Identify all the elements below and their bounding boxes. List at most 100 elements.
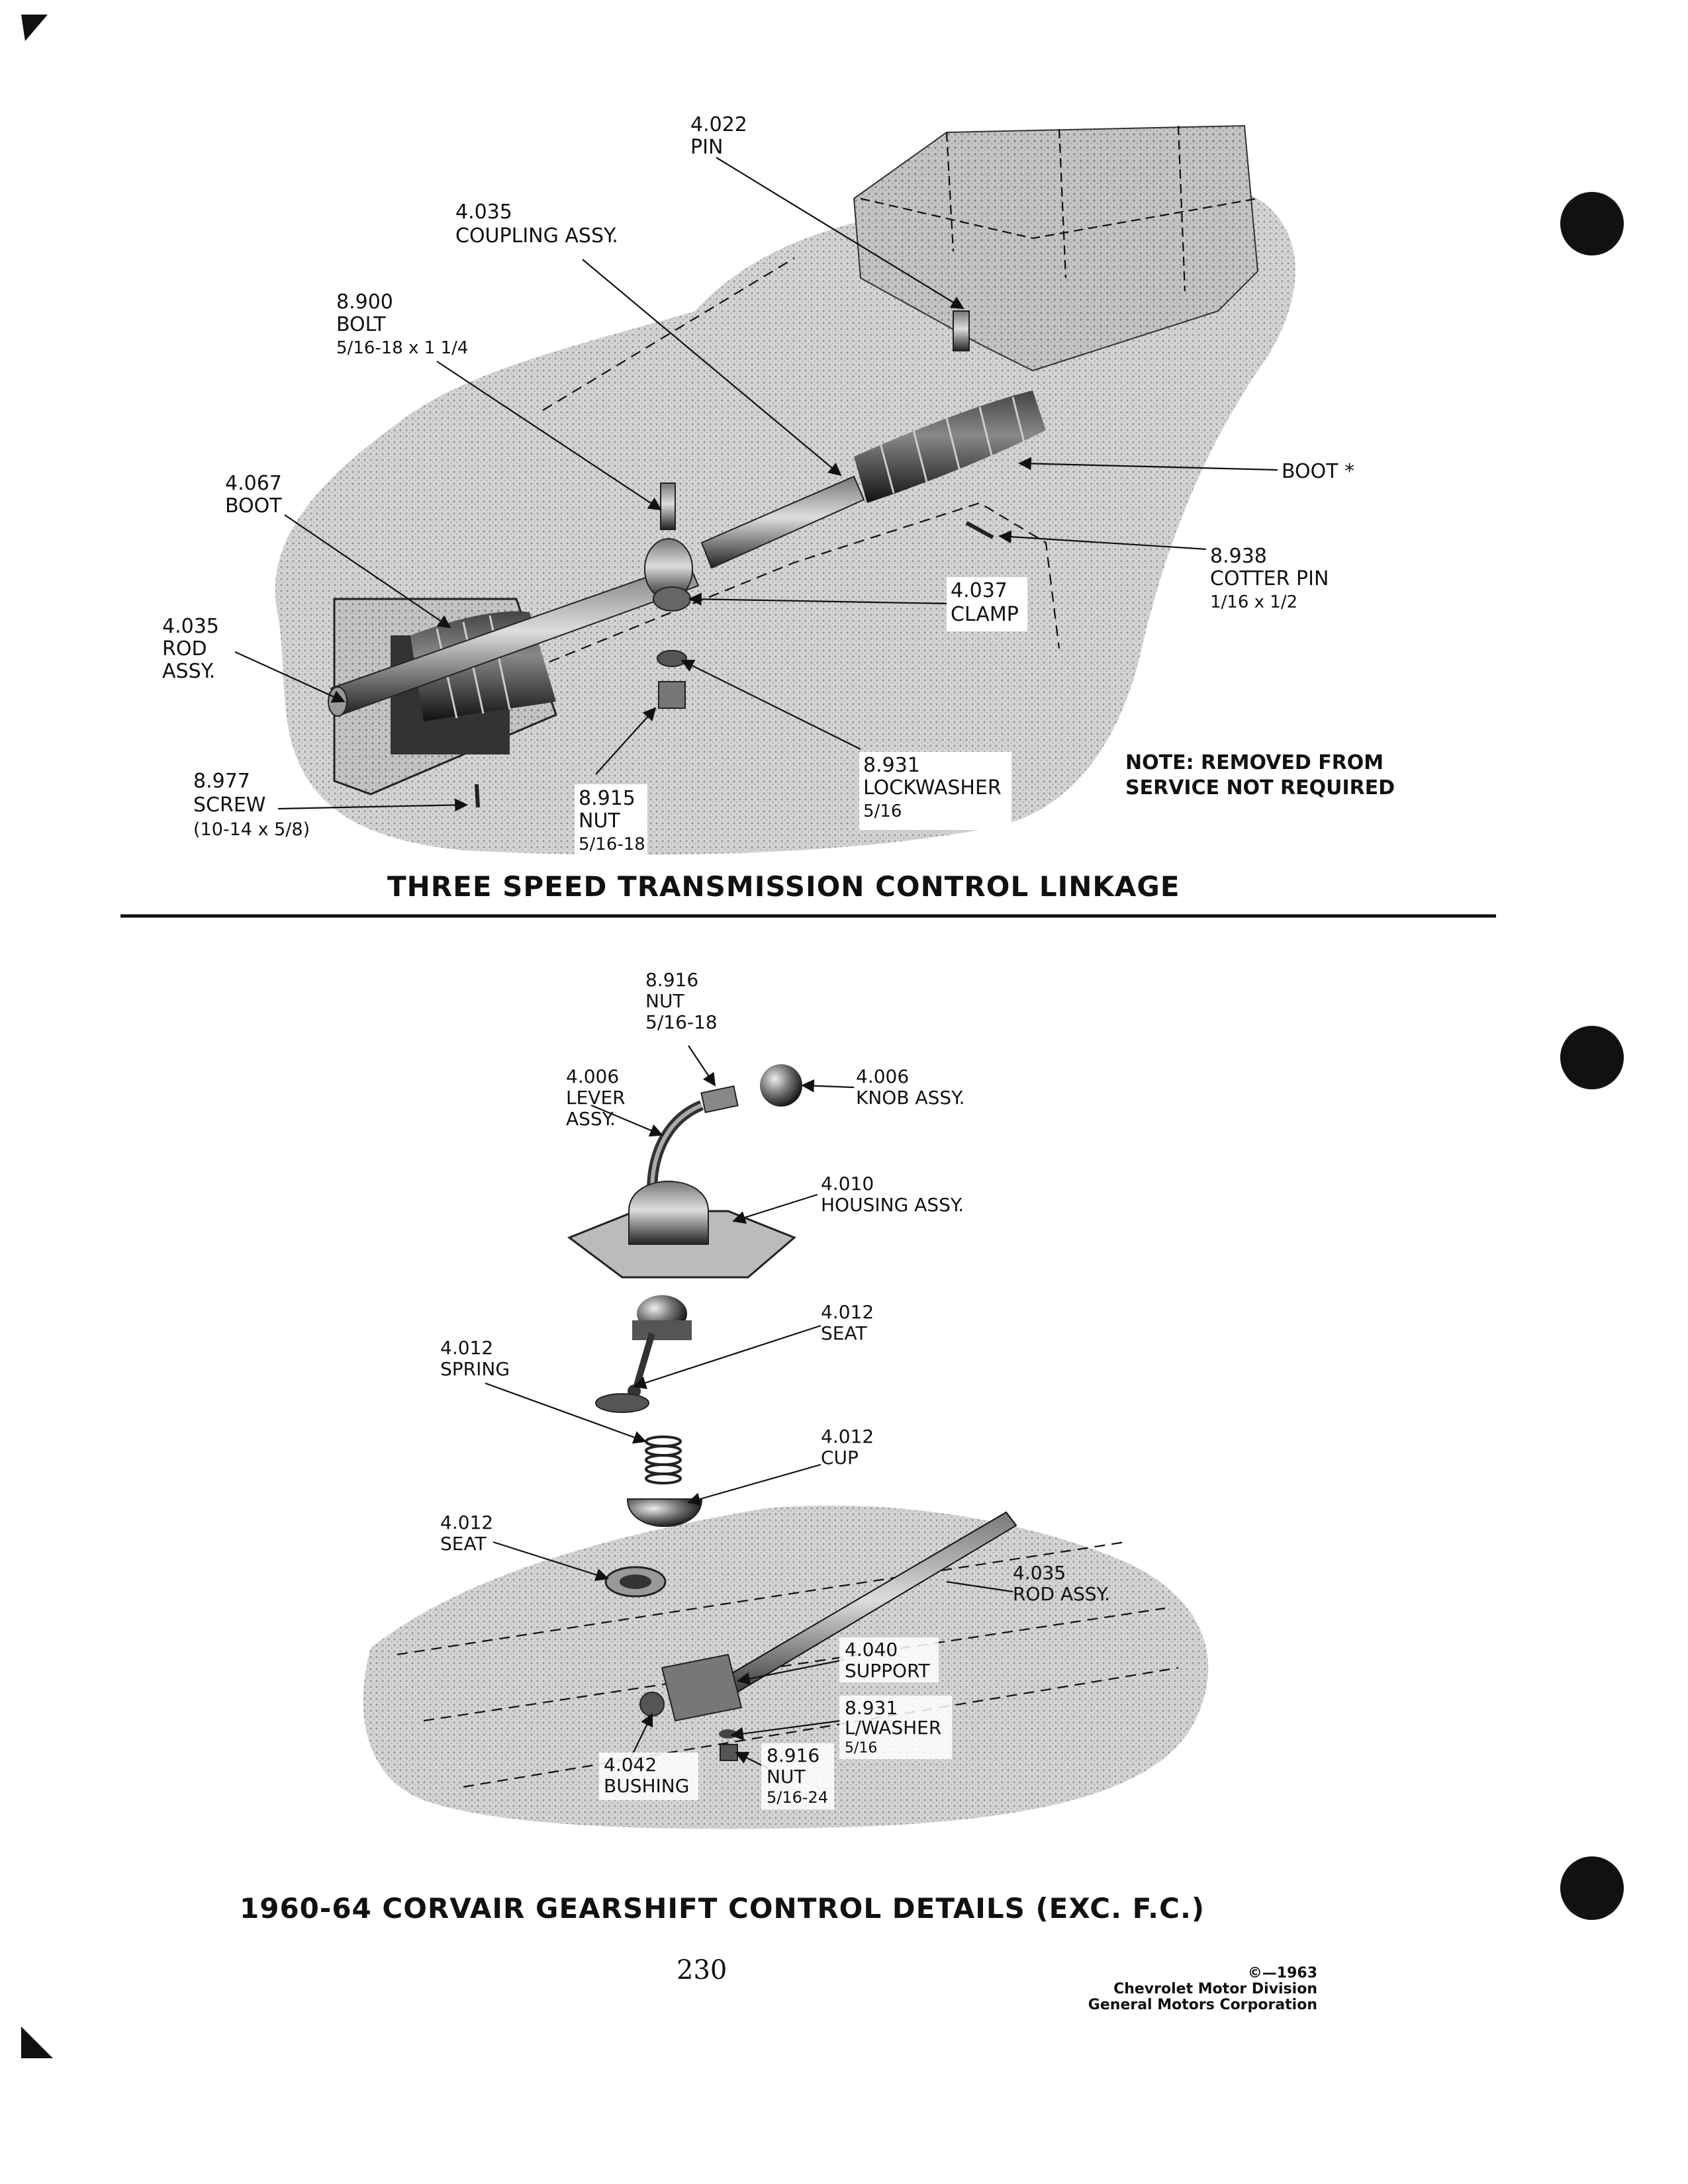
svg-text:5/16-18: 5/16-18 (579, 835, 645, 854)
svg-text:4.040: 4.040 (845, 1639, 898, 1661)
svg-text:8.915: 8.915 (579, 787, 635, 810)
svg-text:8.916: 8.916 (767, 1745, 820, 1766)
top-illustration (275, 124, 1295, 855)
svg-text:4.012: 4.012 (440, 1512, 493, 1533)
svg-text:4.012: 4.012 (821, 1426, 874, 1447)
svg-text:NOTE: REMOVED FROM: NOTE: REMOVED FROM (1125, 751, 1383, 774)
svg-text:5/16-18: 5/16-18 (645, 1011, 718, 1033)
callout-rod-assy-bottom: 4.035 ROD ASSY. (1013, 1562, 1110, 1605)
svg-text:COTTER PIN: COTTER PIN (1210, 567, 1329, 590)
callout-pin: 4.022 PIN (690, 113, 747, 159)
svg-text:8.938: 8.938 (1210, 545, 1267, 568)
svg-text:4.022: 4.022 (690, 113, 747, 136)
svg-text:LEVER: LEVER (566, 1087, 626, 1109)
svg-text:ROD ASSY.: ROD ASSY. (1013, 1583, 1110, 1605)
svg-text:SUPPORT: SUPPORT (845, 1660, 930, 1682)
removal-note: NOTE: REMOVED FROM SERVICE NOT REQUIRED (1119, 748, 1397, 801)
callout-cup: 4.012 CUP (821, 1426, 874, 1469)
svg-text:BUSHING: BUSHING (604, 1775, 689, 1797)
svg-text:SERVICE NOT REQUIRED: SERVICE NOT REQUIRED (1125, 776, 1395, 799)
callout-boot-top: BOOT * (1278, 457, 1370, 483)
top-leader-lines (234, 157, 1278, 812)
callout-spring: 4.012 SPRING (440, 1337, 510, 1380)
svg-text:4.010: 4.010 (821, 1173, 874, 1195)
callout-coupling-assy: 4.035 COUPLING ASSY. (455, 201, 618, 248)
svg-text:CUP: CUP (821, 1447, 859, 1469)
svg-text:CLAMP: CLAMP (951, 603, 1019, 626)
callout-lockwasher: 8.931 LOCKWASHER 5/16 (859, 752, 1011, 830)
callout-l-washer: 8.931 L/WASHER 5/16 (839, 1696, 952, 1759)
svg-text:4.035: 4.035 (162, 615, 219, 638)
svg-text:8.900: 8.900 (336, 291, 393, 314)
svg-text:NUT: NUT (645, 990, 684, 1012)
top-callouts: 4.022 PIN 4.035 COUPLING ASSY. 8.900 BOL… (162, 113, 1397, 862)
callout-cotter-pin: 8.938 COTTER PIN 1/16 x 1/2 (1206, 543, 1338, 622)
svg-text:HOUSING ASSY.: HOUSING ASSY. (821, 1194, 964, 1216)
binder-hole-2-icon (1560, 1026, 1624, 1089)
svg-text:5/16: 5/16 (845, 1740, 877, 1756)
corner-mark-top-left-icon (21, 15, 48, 41)
callout-lever-assy: 4.006 LEVER ASSY. (566, 1066, 626, 1130)
svg-text:NUT: NUT (579, 809, 620, 833)
callout-nut-top: 8.916 NUT 5/16-18 (645, 969, 718, 1033)
page-number: 230 (677, 1955, 727, 1985)
callout-support: 4.040 SUPPORT (839, 1637, 939, 1682)
svg-text:L/WASHER: L/WASHER (845, 1717, 941, 1739)
svg-text:4.035: 4.035 (1013, 1562, 1066, 1584)
bottom-illustration (363, 1064, 1209, 1829)
top-figure-caption: THREE SPEED TRANSMISSION CONTROL LINKAGE (387, 870, 1180, 903)
svg-text:8.931: 8.931 (863, 754, 920, 777)
svg-text:SPRING: SPRING (440, 1358, 510, 1380)
svg-text:8.931: 8.931 (845, 1697, 898, 1719)
svg-text:General Motors Corporation: General Motors Corporation (1088, 1997, 1317, 2013)
svg-text:COUPLING ASSY.: COUPLING ASSY. (455, 224, 618, 248)
svg-text:BOOT: BOOT (225, 494, 282, 518)
svg-text:BOLT: BOLT (336, 313, 386, 336)
svg-text:5/16-24: 5/16-24 (767, 1788, 828, 1807)
svg-text:PIN: PIN (690, 136, 723, 159)
corner-mark-bottom-left-icon (21, 2026, 53, 2058)
svg-text:KNOB ASSY.: KNOB ASSY. (856, 1087, 965, 1109)
bottom-callouts: 8.916 NUT 5/16-18 4.006 LEVER ASSY. 4.00… (440, 969, 1110, 1809)
callout-nut: 8.915 NUT 5/16-18 (575, 784, 647, 862)
svg-text:(10-14 x 5/8): (10-14 x 5/8) (193, 819, 310, 840)
svg-text:8.977: 8.977 (193, 770, 250, 793)
svg-text:LOCKWASHER: LOCKWASHER (863, 776, 1002, 799)
binder-hole-1-icon (1560, 192, 1624, 255)
svg-text:BOOT *: BOOT * (1282, 460, 1354, 483)
binder-hole-3-icon (1560, 1856, 1624, 1920)
svg-text:SEAT: SEAT (821, 1322, 867, 1344)
svg-text:ASSY.: ASSY. (162, 660, 215, 683)
callout-knob-assy: 4.006 KNOB ASSY. (856, 1066, 965, 1109)
svg-text:1/16 x 1/2: 1/16 x 1/2 (1210, 592, 1297, 612)
svg-text:©—1963: ©—1963 (1248, 1965, 1317, 1981)
svg-text:Chevrolet Motor Division: Chevrolet Motor Division (1113, 1981, 1317, 1997)
svg-text:5/16: 5/16 (863, 801, 902, 821)
callout-seat-lower: 4.012 SEAT (440, 1512, 493, 1555)
svg-text:4.012: 4.012 (821, 1301, 874, 1323)
callout-screw: 8.977 SCREW (10-14 x 5/8) (193, 770, 310, 840)
svg-text:4.067: 4.067 (225, 472, 282, 495)
svg-text:4.037: 4.037 (951, 579, 1008, 602)
svg-text:4.006: 4.006 (566, 1066, 619, 1087)
svg-text:NUT: NUT (767, 1766, 806, 1788)
callout-rod-assy: 4.035 ROD ASSY. (162, 615, 219, 683)
bottom-figure-caption: 1960-64 CORVAIR GEARSHIFT CONTROL DETAIL… (240, 1892, 1205, 1925)
svg-text:4.012: 4.012 (440, 1337, 493, 1359)
svg-text:ASSY.: ASSY. (566, 1108, 616, 1130)
callout-nut-bottom: 8.916 NUT 5/16-24 (761, 1743, 834, 1809)
svg-text:8.916: 8.916 (645, 969, 698, 991)
callout-bushing: 4.042 BUSHING (599, 1752, 698, 1800)
svg-text:5/16-18 x 1 1/4: 5/16-18 x 1 1/4 (336, 338, 468, 358)
callout-boot-left: 4.067 BOOT (225, 472, 282, 518)
callout-housing-assy: 4.010 HOUSING ASSY. (821, 1173, 964, 1216)
copyright-block: ©—1963 Chevrolet Motor Division General … (1088, 1965, 1317, 2013)
svg-text:4.006: 4.006 (856, 1066, 909, 1087)
callout-bolt: 8.900 BOLT 5/16-18 x 1 1/4 (336, 291, 468, 358)
svg-text:4.035: 4.035 (455, 201, 512, 224)
callout-seat-upper: 4.012 SEAT (821, 1301, 874, 1344)
callout-clamp: 4.037 CLAMP (947, 577, 1027, 631)
svg-text:SEAT: SEAT (440, 1533, 487, 1555)
svg-text:4.042: 4.042 (604, 1754, 657, 1776)
